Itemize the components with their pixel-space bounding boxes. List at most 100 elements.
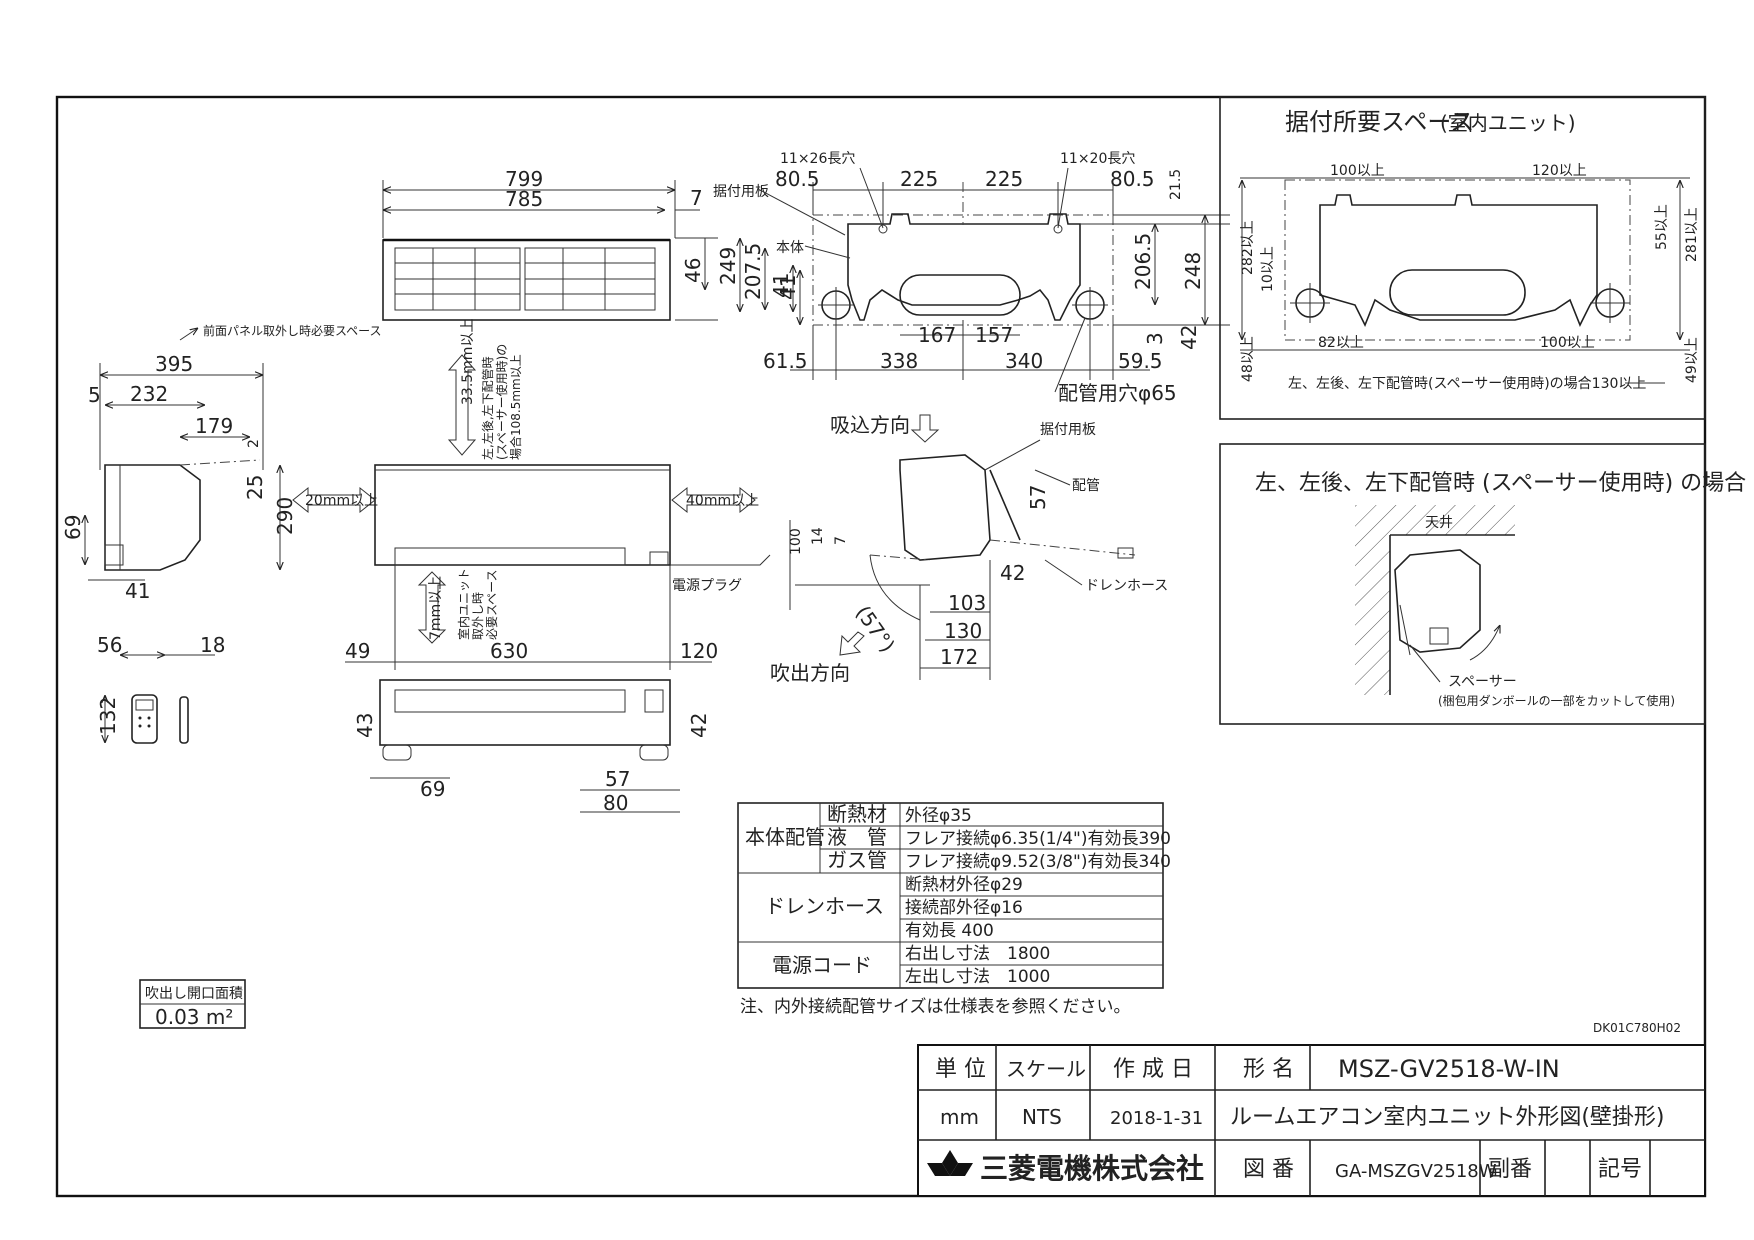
dim-2: 2 [246,439,262,448]
dim-340: 340 [1005,349,1043,373]
dim-282: 282以上 [1240,220,1256,275]
dim-55: 55以上 [1654,204,1670,250]
dim-82: 82以上 [1318,335,1364,351]
tb-sub-no-header: 副番 [1488,1157,1532,1182]
dim-103: 103 [948,591,986,615]
panel-space-note: 前面パネル取外し時必要スペース [203,323,382,338]
spec-group-drain: ドレンホース [765,894,884,918]
title-block: 単 位 スケール 作 成 日 形 名 MSZ-GV2518-W-IN mm NT… [917,1044,1706,1197]
dim-172: 172 [940,645,978,669]
unit-main-outline [374,464,671,566]
space-bottom-note3: 必要スペース [485,569,499,640]
dim-207-5: 207.5 [741,243,765,300]
dim-225-b: 225 [985,167,1023,191]
plate-label-side: 据付用板 [1040,422,1096,438]
dim-338: 338 [880,349,918,373]
dim-248: 248 [1181,252,1205,290]
remote-side [179,696,189,744]
install-space-title-sub: (室内ユニット) [1440,111,1576,135]
mount-plate-view: 11×26長穴 11×20長穴 80.5 225 225 80.5 据付用板 本… [713,151,1230,405]
intake-label: 吸込方向 [830,413,910,437]
dim-157: 157 [975,323,1013,347]
tb-date: 2018-1-31 [1110,1108,1203,1129]
tb-date-header: 作 成 日 [1113,1057,1193,1082]
dim-132: 132 [96,697,120,735]
dim-18: 18 [200,633,225,657]
install-space-note: 左、左後、左下配管時(スペーサー使用時)の場合130以上 [1288,375,1646,392]
tb-unit-header: 単 位 [935,1057,986,1082]
dim-232: 232 [130,382,168,406]
front-view: 799 785 7 46 249 207.5 41 [382,167,793,321]
tb-unit: mm [940,1105,979,1129]
dim-69-side: 69 [61,515,85,540]
hole-label: 配管用穴φ65 [1058,381,1177,405]
unit-piping-outline [899,454,991,561]
drain-label: ドレンホース [1085,578,1168,594]
outlet-area-value: 0.03 m² [155,1005,233,1029]
space-right: 40mm以上 [686,493,759,509]
unit-spacer-outline [1394,549,1481,653]
spacer-panel-title: 左、左後、左下配管時 (スペーサー使用時) の場合 [1255,471,1746,496]
spec-value-1: フレア接続φ6.35(1/4")有効長390 [905,829,1171,849]
dim-167: 167 [918,323,956,347]
plate-label: 据付用板 [713,184,769,200]
dim-41-plate: 41 [776,275,800,300]
dim-41-side: 41 [125,579,150,603]
dim-69-bottom: 69 [420,777,445,801]
dim-41-front: 41 [769,273,793,298]
spec-table: 本体配管 断熱材 液 管 ガス管 外径φ35 フレア接続φ6.35(1/4")有… [737,802,1171,1017]
dim-42-plate: 42 [1177,325,1201,350]
spec-value-5: 有効長 400 [905,921,994,941]
spec-item-liquid: 液 管 [827,825,887,849]
dim-630: 630 [490,639,528,663]
tb-drawing-title: ルームエアコン室内ユニット外形図(壁掛形) [1230,1105,1665,1130]
spacer-label: スペーサー [1448,674,1517,690]
dim-49: 49 [345,639,370,663]
spec-group-body: 本体配管 [745,825,825,849]
dim-395: 395 [155,352,193,376]
dim-25: 25 [243,475,267,500]
mitsubishi-logo-icon [927,1150,973,1176]
spec-value-2: フレア接続φ9.52(3/8")有効長340 [905,852,1171,872]
dim-42-side: 42 [1000,561,1025,585]
spec-group-power: 電源コード [772,953,872,977]
outlet-area-box: 吹出し開口面積 0.03 m² [139,979,246,1029]
side-piping-view: 吸込方向 据付用板 配管 ドレンホース 57 (57°) 吹出方向 100 14… [770,413,1168,685]
ceiling-label: 天井 [1425,515,1453,531]
tb-model-header: 形 名 [1243,1057,1294,1082]
dim-100-top: 100以上 [1330,163,1385,179]
dim-120: 120 [680,639,718,663]
space-bottom: 7mm以上 [428,576,444,640]
body-label: 本体 [776,240,804,256]
side-view: 前面パネル取外し時必要スペース 395 5 232 179 2 25 69 41… [61,323,382,603]
space-left: 20mm以上 [305,493,378,509]
pipe-label: 配管 [1072,478,1100,494]
tb-scale-header: スケール [1006,1057,1086,1081]
dim-56: 56 [97,633,122,657]
tb-company: 三菱電機株式会社 [980,1152,1204,1185]
dim-49: 49以上 [1684,337,1700,383]
dim-799: 799 [505,167,543,191]
dim-7-side: 7 [833,536,849,545]
space-top-note1: 左,左後,左下配管時 [480,356,495,460]
unit-side-outline [104,464,201,571]
slot-right-label: 11×20長穴 [1060,151,1135,167]
unit-front-outline [382,239,671,321]
spec-value-4: 接続部外径φ16 [905,898,1023,918]
tb-model: MSZ-GV2518-W-IN [1338,1055,1560,1083]
space-top-note2: (スペーサー使用時)の [494,344,509,460]
dim-100-bottom: 100以上 [1540,335,1595,351]
outlet-label: 吹出方向 [770,661,850,685]
slot-left-label: 11×26長穴 [780,151,855,167]
dim-48: 48以上 [1240,336,1256,382]
dim-179: 179 [195,414,233,438]
dim-14: 14 [810,527,826,545]
plug-label: 電源プラグ [672,578,742,594]
remote-front [131,694,158,744]
install-space-panel: 据付所要スペース (室内ユニット) 100以上 120以上 282以上 10以上… [1219,96,1706,420]
space-bottom-note2: 取外し時 [471,592,485,640]
dim-785: 785 [505,187,543,211]
dim-130: 130 [944,619,982,643]
tb-drawing-no-header: 図 番 [1243,1157,1294,1182]
dim-57-side: 57 [1026,485,1050,510]
